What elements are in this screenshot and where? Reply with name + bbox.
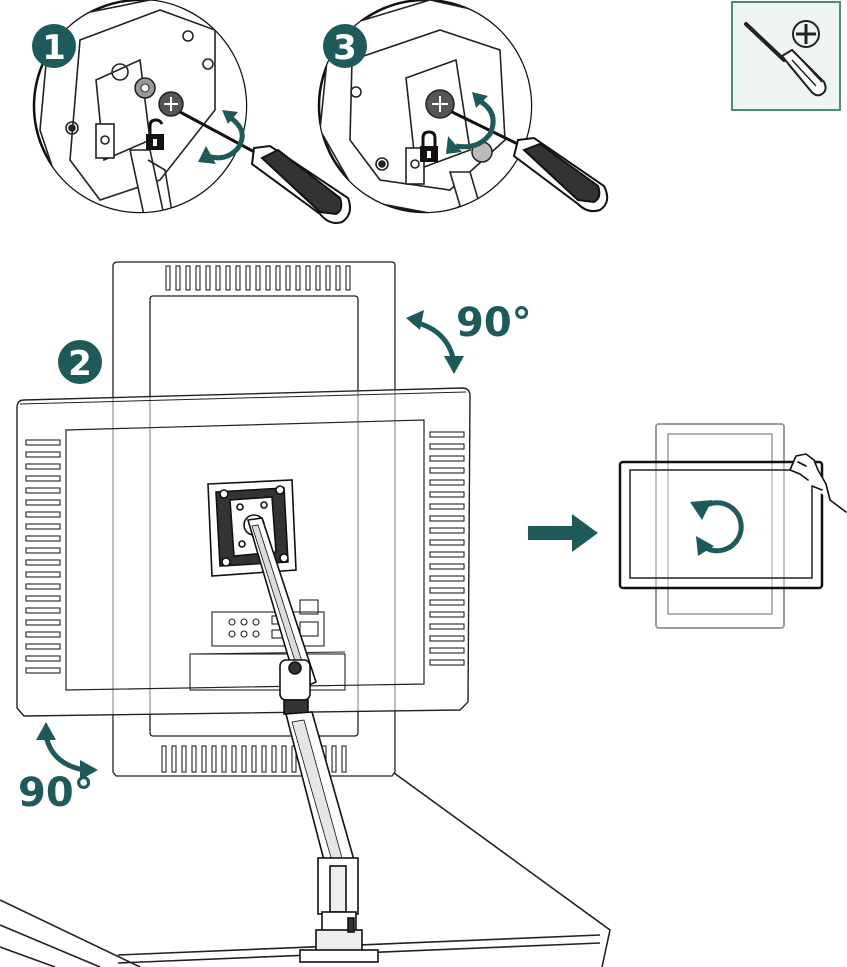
detail-circle-step-1: 1	[32, 0, 351, 224]
phillips-screwdriver-icon	[744, 20, 827, 97]
rotation-inset	[618, 423, 847, 629]
tool-box	[731, 1, 841, 111]
angle-label-top: 90°	[456, 300, 532, 346]
step-1-badge: 1	[32, 24, 76, 68]
rotate-arrow-top	[406, 310, 464, 374]
svg-text:3: 3	[333, 28, 357, 68]
rotate-arrow-bottom	[36, 722, 98, 780]
lock-open-icon	[146, 118, 164, 150]
monitor-arm	[246, 517, 379, 963]
vents-right	[429, 431, 465, 666]
step-2-badge: 2	[58, 340, 102, 384]
angle-label-bottom: 90°	[18, 770, 94, 816]
rotation-arrow-step-3	[446, 92, 496, 154]
rotate-cycle-icon	[690, 500, 744, 556]
detail-circle-step-3: 3	[317, 0, 609, 214]
screwdriver-step-1	[179, 110, 351, 224]
right-arrow-icon	[528, 514, 598, 552]
svg-text:2: 2	[68, 344, 92, 384]
hand-icon	[789, 453, 847, 513]
screw-step-1	[134, 77, 184, 117]
screwdriver-step-3	[451, 110, 609, 213]
step-3-badge: 3	[323, 24, 367, 68]
svg-text:1: 1	[42, 28, 66, 68]
rotation-arrow-step-1	[198, 110, 245, 164]
lock-closed-icon	[420, 130, 438, 162]
vents-top	[165, 265, 351, 291]
vents-left	[25, 439, 61, 674]
